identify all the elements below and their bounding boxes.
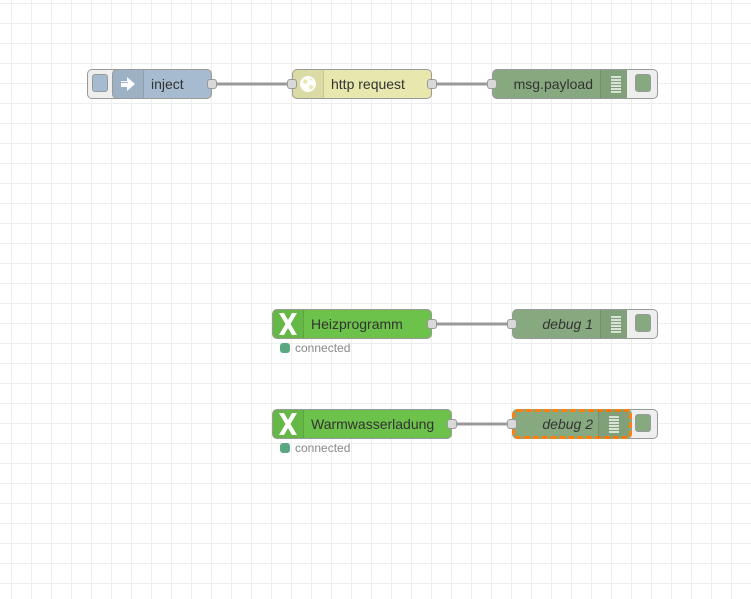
node-status: connected [280,441,350,455]
debug-node-label: msg.payload [513,76,593,92]
heizprogramm-node[interactable]: Heizprogramm [272,309,437,339]
input-port[interactable] [507,419,517,429]
output-port[interactable] [447,419,457,429]
globe-icon [293,70,324,98]
list-icon [598,410,629,438]
input-port[interactable] [507,319,517,329]
output-port[interactable] [427,319,437,329]
list-icon [600,310,631,338]
http-request-node-label: http request [331,76,405,92]
x-icon [273,310,304,338]
debug-node-label: debug 2 [542,416,593,432]
debug-node-1[interactable]: debug 1 [507,309,632,339]
heizprogramm-node-label: Heizprogramm [311,316,403,332]
status-dot-icon [280,443,290,453]
debug-node-label: debug 1 [542,316,593,332]
arrow-in-icon [113,70,144,98]
x-icon [273,410,304,438]
inject-node-label: inject [151,76,184,92]
debug-toggle-button[interactable] [627,309,658,339]
list-icon [600,70,631,98]
inject-node[interactable]: inject [112,69,217,99]
status-dot-icon [280,343,290,353]
status-text: connected [295,441,351,455]
debug-node-msg-payload[interactable]: msg.payload [487,69,632,99]
debug-toggle-button[interactable] [627,69,658,99]
debug-toggle-button[interactable] [627,409,658,439]
http-request-node[interactable]: http request [287,69,437,99]
node-status: connected [280,341,350,355]
debug-node-2-selected[interactable]: debug 2 [507,409,632,439]
input-port[interactable] [487,79,497,89]
output-port[interactable] [207,79,217,89]
status-text: connected [295,341,351,355]
input-port[interactable] [287,79,297,89]
output-port[interactable] [427,79,437,89]
warmwasserladung-node-label: Warmwasserladung [311,416,435,432]
warmwasserladung-node[interactable]: Warmwasserladung [272,409,457,439]
